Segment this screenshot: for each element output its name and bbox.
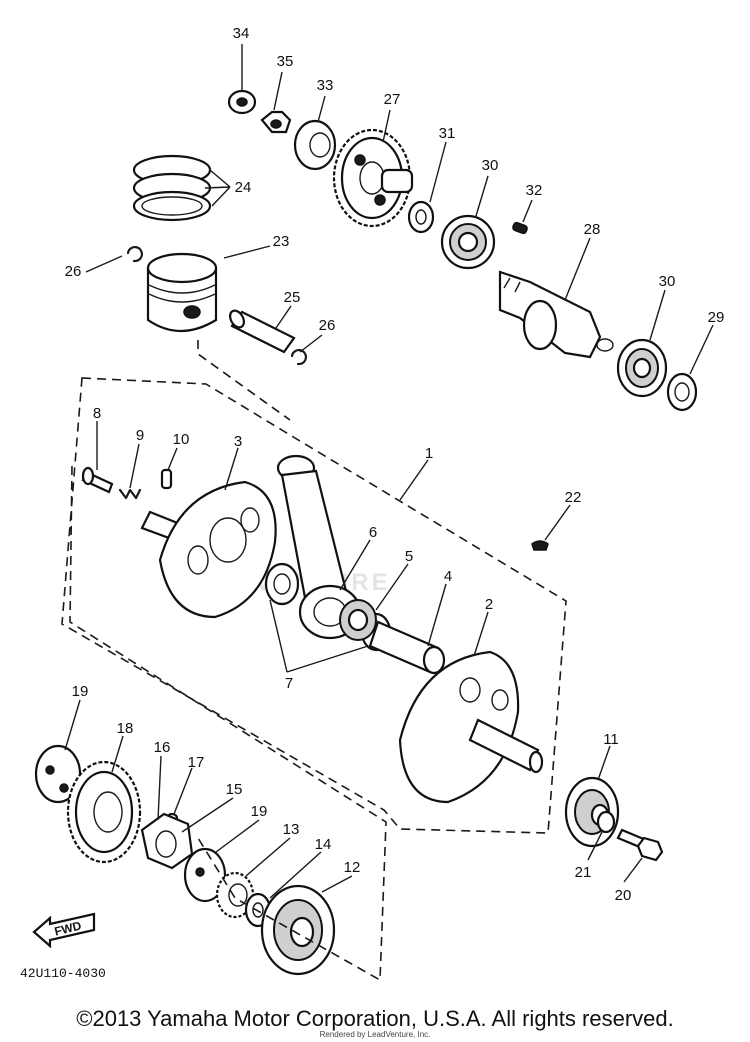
- label-26-upper: 26: [65, 263, 82, 280]
- label-4: 4: [444, 568, 452, 585]
- part-28-balancer-shaft: [498, 270, 614, 359]
- exploded-parts-diagram: VENTURE: [20, 25, 725, 982]
- part-35-lock-washer: [260, 110, 292, 134]
- part-31-washer: [407, 200, 435, 234]
- part-21-washer: [596, 810, 616, 834]
- label-19-left: 19: [72, 683, 89, 700]
- label-27: 27: [384, 91, 401, 108]
- label-18: 18: [117, 720, 134, 737]
- label-1: 1: [425, 445, 433, 462]
- part-11-bearing: [564, 776, 620, 848]
- part-19-plate-left: [34, 744, 82, 804]
- part-labels: 34 35 33 27 31 30 32 28 30 29 24 23 26 2…: [65, 25, 725, 904]
- part-10-plunger: [160, 468, 173, 490]
- crankshaft-assembly-outline: [61, 377, 567, 834]
- label-33: 33: [317, 77, 334, 94]
- label-34: 34: [233, 25, 250, 42]
- part-27-balancer-gear: [332, 128, 414, 228]
- part-9-spring: [118, 488, 142, 500]
- label-17: 17: [188, 754, 205, 771]
- label-9: 9: [136, 427, 144, 444]
- part-22-key: [531, 540, 549, 551]
- label-35: 35: [277, 53, 294, 70]
- part-18-sprocket: [66, 760, 142, 864]
- label-22: 22: [565, 489, 582, 506]
- label-3: 3: [234, 433, 242, 450]
- label-11: 11: [603, 731, 619, 748]
- label-14: 14: [315, 836, 332, 853]
- label-21: 21: [575, 864, 592, 881]
- label-30-lower: 30: [659, 273, 676, 290]
- label-15: 15: [226, 781, 243, 798]
- part-23-piston: [146, 252, 218, 332]
- label-10: 10: [173, 431, 190, 448]
- part-24-piston-rings: [132, 154, 212, 222]
- part-26-circlip-upper: [126, 246, 143, 263]
- part-15-hub: [140, 812, 194, 870]
- part-26-circlip-lower: [290, 349, 307, 366]
- label-26-lower: 26: [319, 317, 336, 334]
- part-3-crank-web-left: [140, 480, 277, 619]
- label-12: 12: [344, 859, 361, 876]
- part-32-key: [512, 221, 528, 235]
- label-29: 29: [708, 309, 725, 326]
- label-28: 28: [584, 221, 601, 238]
- label-8: 8: [93, 405, 101, 422]
- part-5-needle-bearing: [339, 599, 377, 641]
- label-7: 7: [285, 675, 293, 692]
- label-23: 23: [273, 233, 290, 250]
- part-2-crank-web-right: [398, 650, 544, 804]
- part-19-plate-right: [183, 847, 227, 903]
- part-33-cup-washer: [293, 119, 337, 171]
- part-25-piston-pin: [229, 309, 296, 354]
- part-4-crank-pin: [368, 620, 446, 675]
- part-6-connecting-rod: [276, 454, 362, 640]
- label-31: 31: [439, 125, 456, 142]
- leader-23-to-assembly: [197, 340, 291, 421]
- label-16: 16: [154, 739, 171, 756]
- label-32: 32: [526, 182, 543, 199]
- label-2: 2: [485, 596, 493, 613]
- part-30-bearing-lower: [616, 338, 668, 398]
- label-6: 6: [369, 524, 377, 541]
- part-20-bolt: [616, 828, 664, 862]
- label-13: 13: [283, 821, 300, 838]
- part-30-bearing-upper: [440, 214, 496, 270]
- part-8-pin: [81, 466, 114, 494]
- diagram-code: 42U110-4030: [20, 966, 106, 981]
- part-12-bearing: [260, 884, 336, 976]
- label-5: 5: [405, 548, 413, 565]
- label-24: 24: [235, 179, 252, 196]
- label-25: 25: [284, 289, 301, 306]
- part-29-washer: [666, 372, 698, 412]
- label-30-upper: 30: [482, 157, 499, 174]
- copyright-notice: ©2013 Yamaha Motor Corporation, U.S.A. A…: [76, 1006, 674, 1031]
- leader-lines: [64, 44, 714, 899]
- label-20: 20: [615, 887, 632, 904]
- rendered-by-credit: Rendered by LeadVenture, Inc.: [319, 1030, 431, 1039]
- part-34-nut: [227, 89, 257, 115]
- fwd-label: FWD: [53, 918, 83, 938]
- label-19-right: 19: [251, 803, 268, 820]
- fwd-arrow-icon: FWD: [32, 912, 96, 949]
